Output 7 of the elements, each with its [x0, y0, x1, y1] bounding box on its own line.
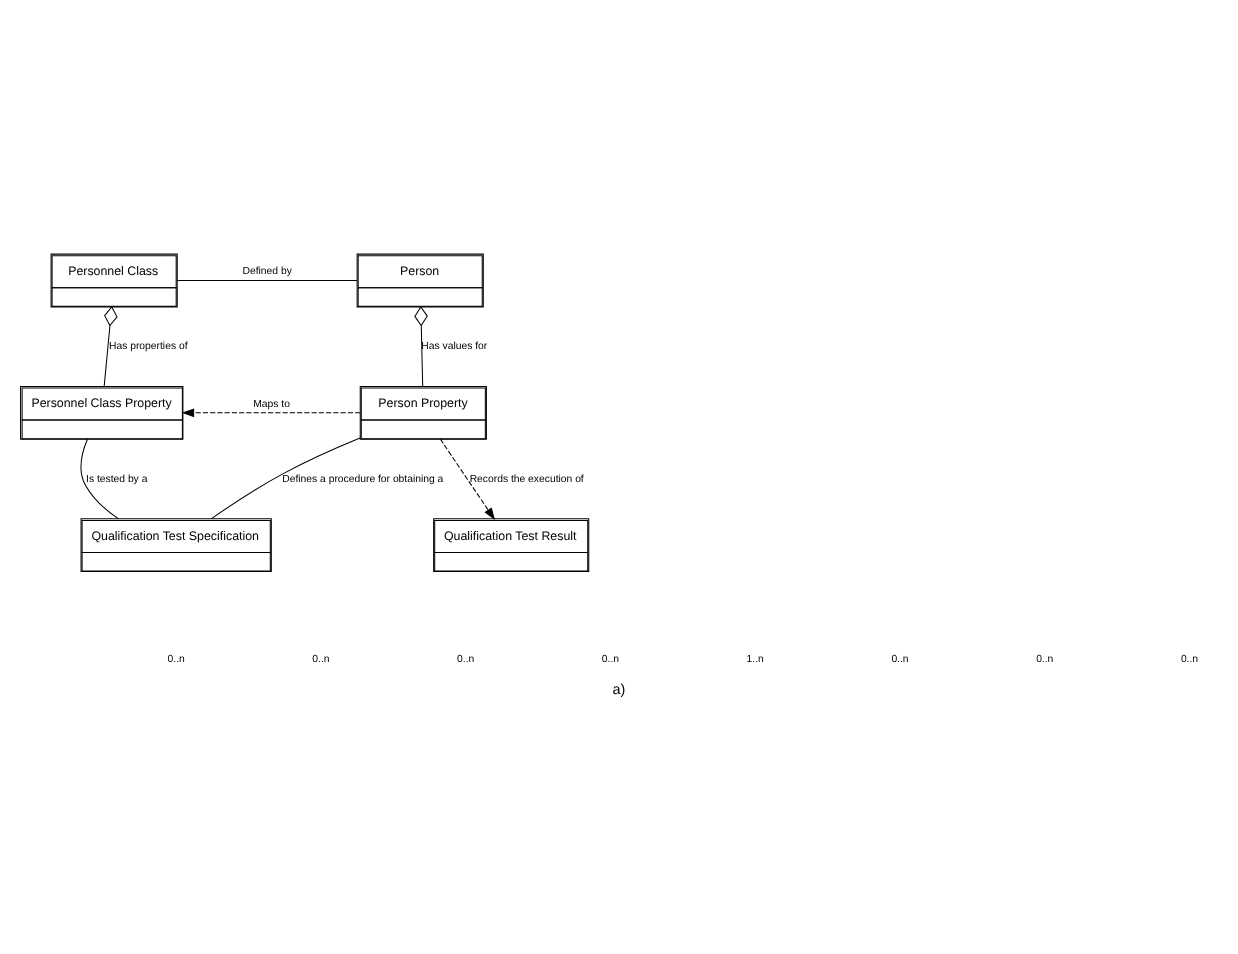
arrow	[439, 437, 495, 520]
connector	[211, 436, 361, 519]
connector	[177, 279, 358, 280]
connector	[103, 305, 118, 386]
connector	[414, 305, 428, 386]
arrow	[181, 407, 361, 417]
connector	[80, 437, 119, 519]
